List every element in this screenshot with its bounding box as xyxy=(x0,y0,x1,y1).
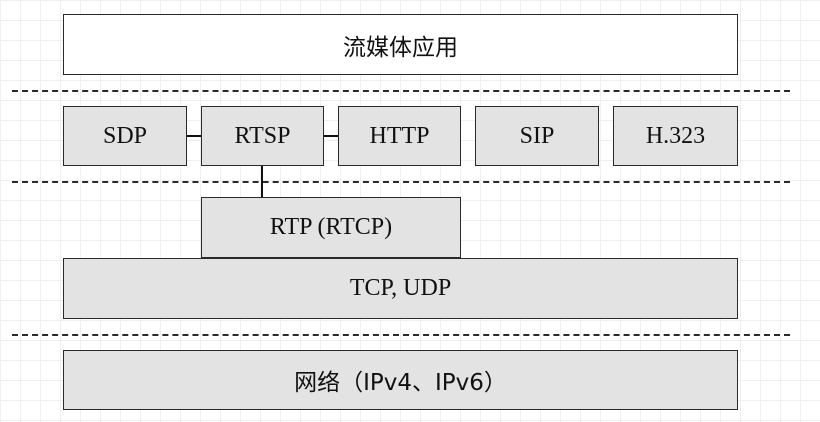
rtsp-rtp-connector xyxy=(261,166,263,197)
tcp-udp-label: TCP, UDP xyxy=(349,275,452,301)
rtsp-box: RTSP xyxy=(201,106,324,166)
h323-label: H.323 xyxy=(645,122,706,149)
streaming-media-application-box: 流媒体应用 xyxy=(63,14,738,75)
h323-box: H.323 xyxy=(613,106,738,166)
layer-divider-1 xyxy=(12,90,790,92)
sdp-label: SDP xyxy=(102,122,148,149)
http-box: HTTP xyxy=(338,106,461,166)
sip-label: SIP xyxy=(519,122,555,149)
rtp-rtcp-label: RTP (RTCP) xyxy=(269,214,393,240)
layer-divider-2 xyxy=(12,181,790,183)
http-label: HTTP xyxy=(369,122,430,149)
sdp-box: SDP xyxy=(63,106,187,166)
streaming-media-application-label: 流媒体应用 xyxy=(343,34,458,61)
sdp-rtsp-connector xyxy=(187,135,201,137)
tcp-udp-box: TCP, UDP xyxy=(63,258,738,319)
rtsp-http-connector xyxy=(324,135,338,137)
network-box: 网络（IPv4、IPv6） xyxy=(63,350,738,410)
rtsp-label: RTSP xyxy=(234,122,291,149)
network-label: 网络（IPv4、IPv6） xyxy=(294,370,507,396)
rtp-rtcp-box: RTP (RTCP) xyxy=(201,197,461,258)
layer-divider-3 xyxy=(12,334,790,336)
sip-box: SIP xyxy=(475,106,599,166)
